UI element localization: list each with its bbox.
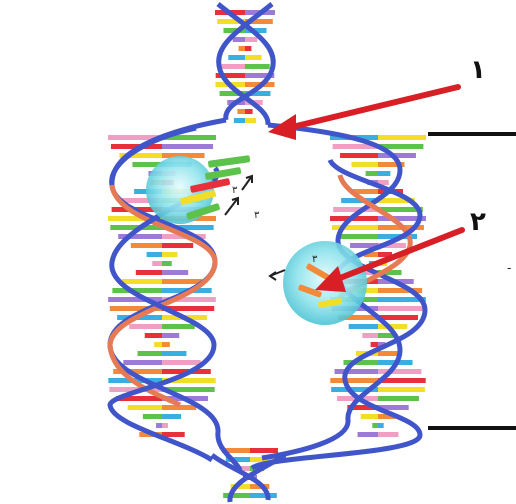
arrow-2-label: ٢ xyxy=(470,207,486,237)
base-pair-rung xyxy=(378,306,424,311)
base-pair-rung xyxy=(162,342,170,347)
base-pair-rung xyxy=(143,414,162,419)
base-pair-rung xyxy=(250,448,278,453)
base-pair-rung xyxy=(162,261,172,266)
base-pair-rung xyxy=(152,261,162,266)
base-pair-rung xyxy=(162,414,181,419)
base-pair-rung xyxy=(136,270,162,275)
base-pair-rung xyxy=(362,333,378,338)
base-pair-rung xyxy=(250,493,277,498)
base-pair-rung xyxy=(245,55,262,60)
base-pair-rung xyxy=(245,37,257,42)
base-pair-rung xyxy=(335,369,378,374)
base-pair-rung xyxy=(340,153,378,158)
base-pair-rung xyxy=(147,252,162,257)
base-pair-rung xyxy=(239,46,245,51)
base-pair-rung xyxy=(122,279,162,284)
base-pair-rung xyxy=(330,378,378,383)
base-pair-rung xyxy=(237,109,245,114)
base-pair-rung xyxy=(245,64,270,69)
base-pair-rung xyxy=(162,351,186,356)
base-pair-rung xyxy=(223,493,250,498)
base-pair-rung xyxy=(358,432,378,437)
base-pair-rung xyxy=(156,423,162,428)
base-pair-rung xyxy=(378,432,398,437)
base-pair-rung xyxy=(162,423,168,428)
base-pair-rung xyxy=(378,351,400,356)
base-pair-rung xyxy=(162,360,201,365)
base-pair-rung xyxy=(234,118,245,123)
base-pair-rung xyxy=(128,405,162,410)
base-pair-rung xyxy=(162,243,193,248)
base-pair-rung xyxy=(129,324,162,329)
base-pair-rung xyxy=(378,387,425,392)
base-pair-rung xyxy=(162,324,195,329)
base-pair-rung xyxy=(162,333,179,338)
base-pair-rung xyxy=(352,162,378,167)
stray-mark: - xyxy=(507,261,511,275)
base-pair-rung xyxy=(123,360,162,365)
base-pair-rung xyxy=(378,423,384,428)
base-pair-rung xyxy=(361,414,378,419)
base-pair-rung xyxy=(228,55,245,60)
arrow-1-label: ١ xyxy=(470,55,486,85)
direction-mark-3: ٣ xyxy=(312,254,318,265)
base-pair-rung xyxy=(138,351,162,356)
base-pair-rung xyxy=(371,342,378,347)
base-pair-rung xyxy=(162,270,188,275)
direction-mark-1: ٣ xyxy=(254,210,260,221)
base-pair-rung xyxy=(145,333,162,338)
base-pair-rung xyxy=(220,64,245,69)
base-pair-rung xyxy=(378,135,426,140)
base-pair-rung xyxy=(233,37,245,42)
base-pair-rung xyxy=(378,171,390,176)
base-pair-rung xyxy=(366,171,378,176)
base-pair-rung xyxy=(372,423,378,428)
base-pair-rung xyxy=(162,252,177,257)
base-pair-rung xyxy=(349,324,378,329)
base-pair-rung xyxy=(245,109,253,114)
base-pair-rung xyxy=(378,369,421,374)
base-pair-rung xyxy=(245,46,251,51)
base-pair-rung xyxy=(162,144,213,149)
direction-mark-2: ٣ xyxy=(232,185,238,196)
base-pair-rung xyxy=(245,118,256,123)
base-pair-rung xyxy=(378,396,419,401)
base-pair-rung xyxy=(131,243,162,248)
base-pair-rung xyxy=(339,234,378,239)
base-pairs xyxy=(108,10,426,498)
base-pair-rung xyxy=(154,342,162,347)
base-pair-rung xyxy=(162,279,202,284)
